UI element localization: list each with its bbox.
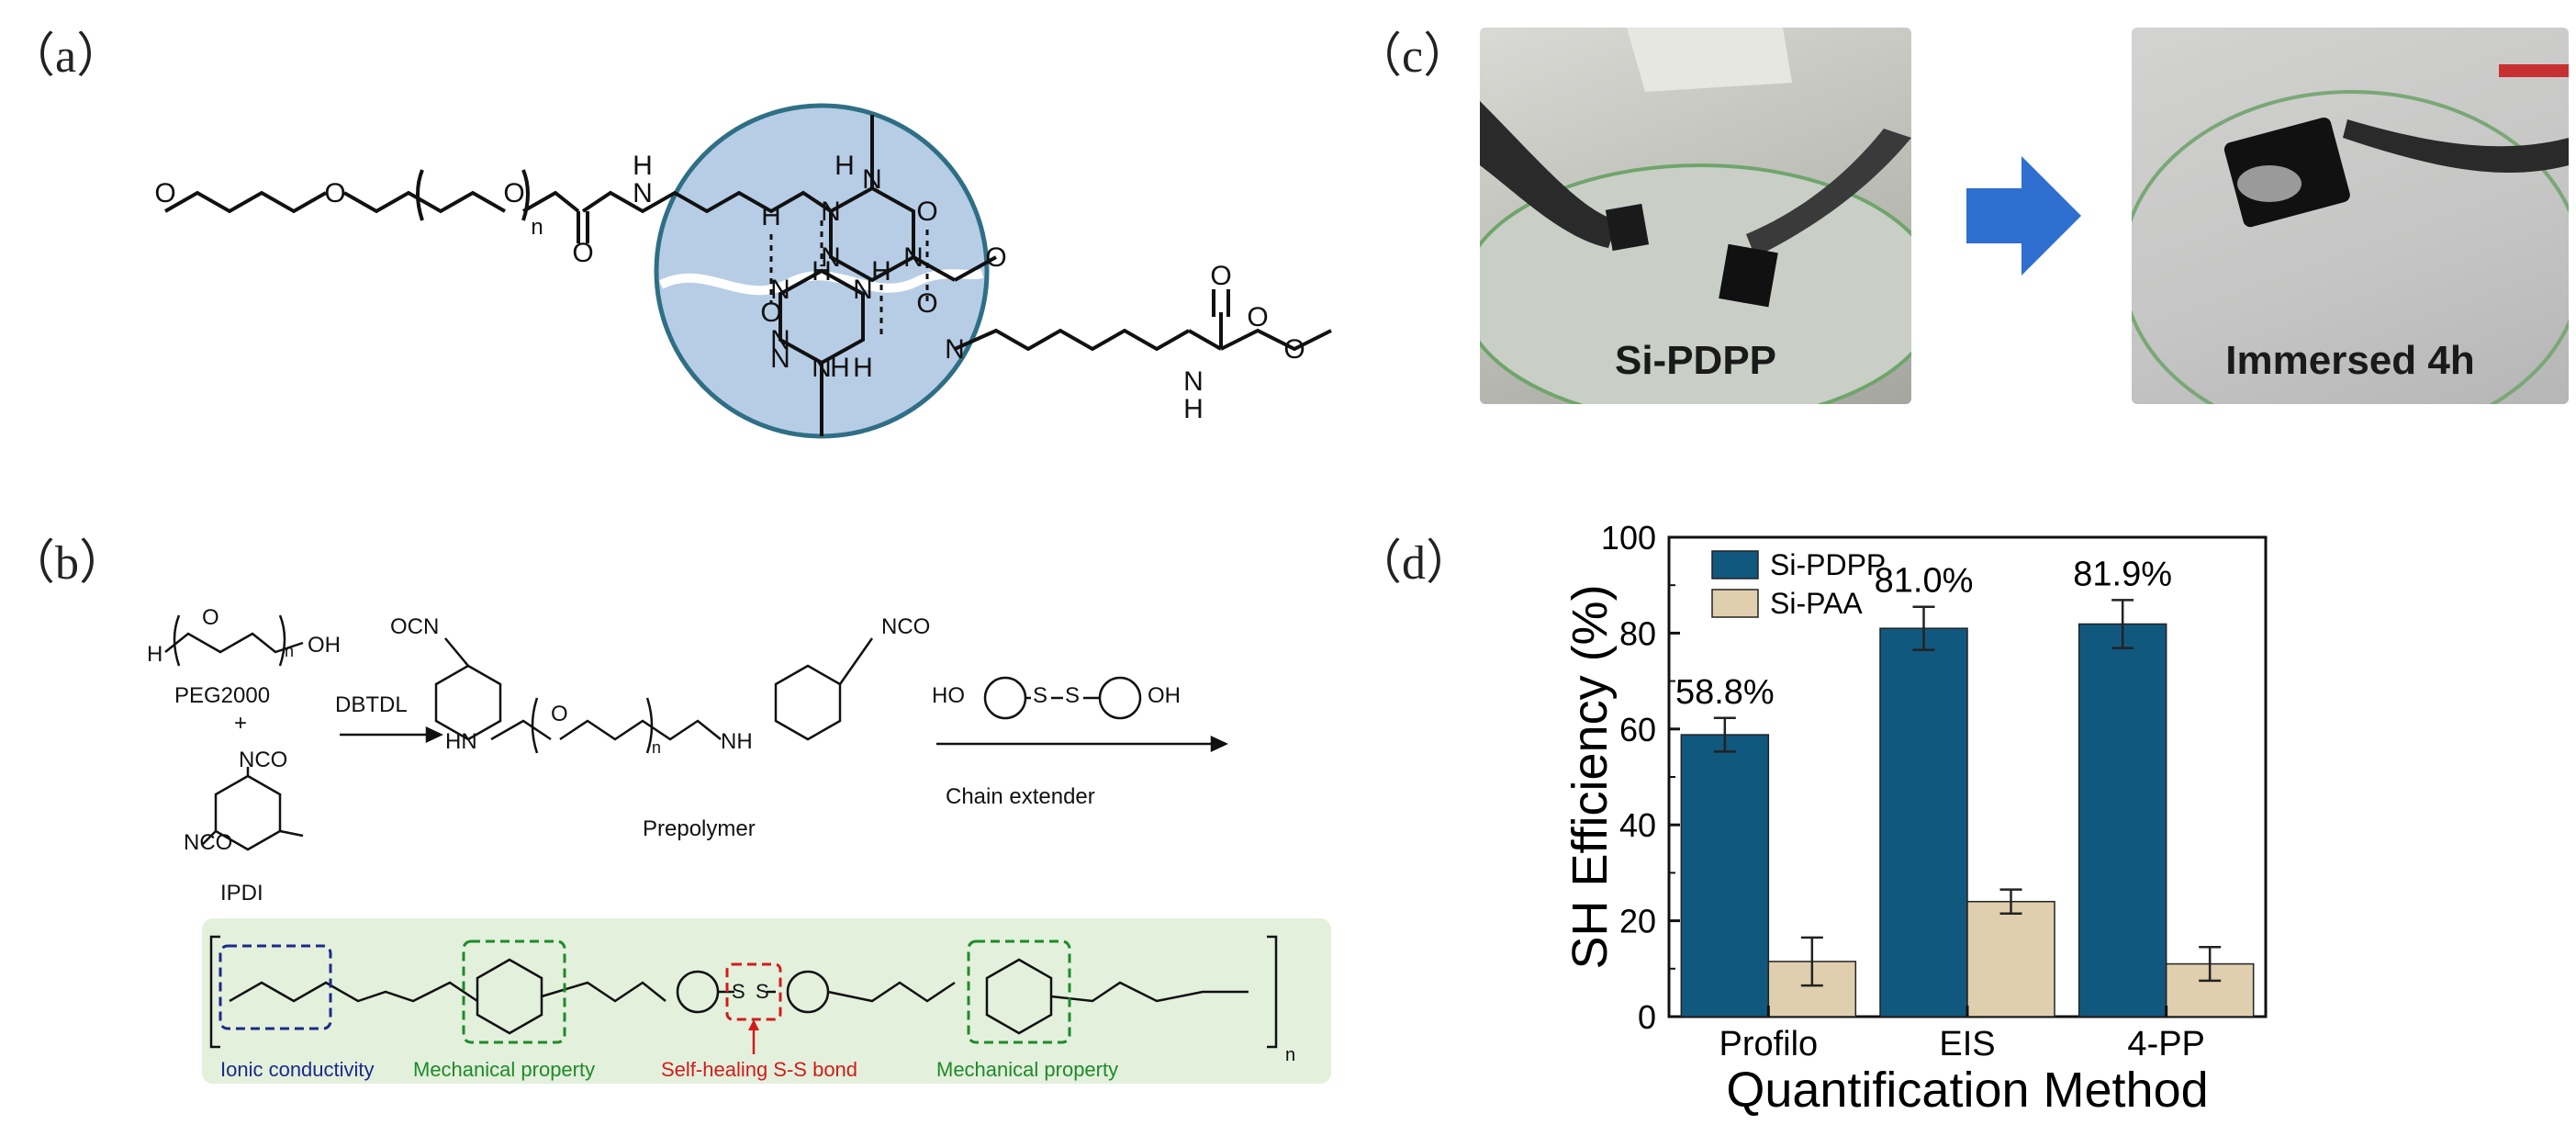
x-tick-label-1: EIS bbox=[1939, 1025, 1995, 1063]
bar-si-paa-1 bbox=[1966, 900, 2055, 1018]
x-axis-label: Quantification Method bbox=[1726, 1063, 2208, 1118]
extender-s2: S bbox=[1065, 683, 1080, 708]
extender-oh: OH bbox=[1148, 683, 1181, 708]
legend-label-si-pdpp: Si-PDPP bbox=[1770, 548, 1886, 581]
atom-n-11: N bbox=[1183, 366, 1204, 397]
atom-o-4: O bbox=[572, 238, 593, 268]
mech-box-2 bbox=[967, 939, 1071, 1044]
atom-h-1: H bbox=[633, 151, 653, 181]
prepolymer-nh: NH bbox=[721, 729, 753, 754]
legend-swatch-si-paa bbox=[1711, 589, 1759, 618]
value-label-2: 81.9% bbox=[2073, 555, 2172, 593]
atom-n-10: N bbox=[812, 353, 832, 383]
atom-o-11: O bbox=[1247, 302, 1268, 332]
atom-n-sub: n bbox=[531, 215, 543, 240]
y-tick-label: 20 bbox=[1619, 903, 1656, 940]
atom-n-1: N bbox=[633, 178, 653, 208]
atom-o-10: O bbox=[1283, 334, 1305, 365]
label-mechanical-property-1: Mechanical property bbox=[413, 1058, 595, 1081]
legend-label-si-paa: Si-PAA bbox=[1770, 587, 1863, 620]
product-n: n bbox=[1285, 1045, 1295, 1065]
bar-si-pdpp-0 bbox=[1680, 734, 1770, 1018]
x-tick-label-2: 4-PP bbox=[2127, 1025, 2204, 1063]
photo-immersed: Immersed 4h bbox=[2132, 28, 2569, 404]
y-axis-label: SH Efficiency (%) bbox=[1562, 584, 1618, 969]
label-self-healing: Self-healing S-S bond bbox=[661, 1058, 857, 1081]
atom-n-9: N bbox=[945, 334, 965, 365]
atom-o-2: O bbox=[324, 178, 345, 208]
plus-sign: + bbox=[234, 711, 247, 736]
atom-n-5: N bbox=[821, 242, 841, 273]
bar-si-pdpp-1 bbox=[1879, 627, 1968, 1018]
atom-h-5: H bbox=[871, 256, 891, 287]
peg-oh: OH bbox=[308, 633, 341, 658]
atom-o-6: O bbox=[760, 298, 781, 328]
atom-n-3: N bbox=[821, 197, 841, 227]
prepolymer-nco: NCO bbox=[881, 614, 930, 639]
atom-h-7: H bbox=[1183, 394, 1204, 424]
label-ionic-conductivity: Ionic conductivity bbox=[220, 1058, 375, 1081]
y-tick-label: 100 bbox=[1601, 519, 1656, 557]
sh-efficiency-chart: 0 20 40 60 80 100 58.8% 81.0% 81.9% Profilo EIS 4… bbox=[1562, 519, 2268, 1118]
product-s2: S bbox=[756, 980, 769, 1003]
y-tick-label: 40 bbox=[1619, 806, 1656, 844]
atom-o-8: O bbox=[985, 242, 1006, 273]
prepolymer-ocn: OCN bbox=[390, 614, 439, 639]
y-tick-label: 0 bbox=[1638, 998, 1656, 1036]
bar-si-pdpp-2 bbox=[2078, 623, 2167, 1018]
extender-s1: S bbox=[1033, 683, 1047, 708]
panel-label-a: （a） bbox=[7, 30, 125, 83]
value-label-1: 81.0% bbox=[1875, 562, 1974, 601]
atom-h-3: H bbox=[761, 201, 781, 231]
atom-h-2: H bbox=[834, 151, 855, 181]
mech-box-1 bbox=[462, 939, 566, 1044]
peg-h: H bbox=[147, 642, 162, 667]
catalyst-label: DBTDL bbox=[335, 692, 408, 717]
caption-immersed: Immersed 4h bbox=[2225, 338, 2475, 383]
process-arrow bbox=[1966, 156, 2081, 276]
ipdi-label: IPDI bbox=[220, 881, 263, 906]
y-tick-label: 80 bbox=[1619, 614, 1656, 652]
legend: Si-PDPP Si-PAA bbox=[1711, 548, 1886, 620]
ipdi-nco-2: NCO bbox=[184, 830, 232, 855]
atom-o-9: O bbox=[1210, 261, 1231, 291]
atom-n-6: N bbox=[770, 275, 790, 305]
photo-si-pdpp: Si-PDPP bbox=[1480, 28, 1911, 404]
atom-n-12: N bbox=[770, 343, 790, 374]
atom-o-1: O bbox=[154, 178, 175, 208]
atom-h-4: H bbox=[812, 256, 832, 287]
chain-extender-label: Chain extender bbox=[946, 784, 1095, 809]
panel-a-structure: O O O n H N O H N N H O N N O N N H H H … bbox=[154, 103, 1332, 439]
x-tick-label-0: Profilo bbox=[1719, 1025, 1818, 1063]
panel-label-b: （b） bbox=[7, 537, 128, 590]
label-mechanical-property-2: Mechanical property bbox=[936, 1058, 1118, 1081]
panel-label-d: （d） bbox=[1354, 537, 1474, 590]
prepolymer-label: Prepolymer bbox=[643, 816, 756, 841]
peg-label: PEG2000 bbox=[174, 683, 270, 708]
atom-o-5: O bbox=[916, 197, 937, 227]
prepolymer-n: n bbox=[652, 738, 661, 757]
caption-si-pdpp: Si-PDPP bbox=[1614, 338, 1777, 383]
ipdi-nco-1: NCO bbox=[239, 748, 287, 772]
prepolymer-o: O bbox=[551, 702, 568, 726]
product-s1: S bbox=[732, 980, 745, 1003]
panel-b-scheme: H O n OH PEG2000 + NCO NCO IPDI DBTDL OC… bbox=[147, 605, 1331, 1084]
ionic-box bbox=[218, 944, 332, 1030]
peg-n: n bbox=[285, 642, 294, 660]
panel-label-c: （c） bbox=[1354, 30, 1472, 83]
atom-h-6: H bbox=[853, 353, 873, 383]
atom-n-7: N bbox=[853, 275, 873, 305]
atom-n-4: N bbox=[903, 242, 924, 273]
atom-o-7: O bbox=[916, 288, 937, 319]
atom-h-8: H bbox=[830, 353, 850, 383]
y-tick-label: 60 bbox=[1619, 711, 1656, 748]
value-label-0: 58.8% bbox=[1675, 673, 1775, 712]
extender-ho: HO bbox=[932, 683, 965, 708]
legend-swatch-si-pdpp bbox=[1711, 550, 1759, 579]
peg-o: O bbox=[202, 605, 219, 630]
prepolymer-hn: HN bbox=[445, 729, 477, 754]
atom-o-3: O bbox=[503, 178, 524, 208]
atom-n-8: N bbox=[770, 325, 790, 355]
atom-n-2: N bbox=[862, 164, 882, 195]
